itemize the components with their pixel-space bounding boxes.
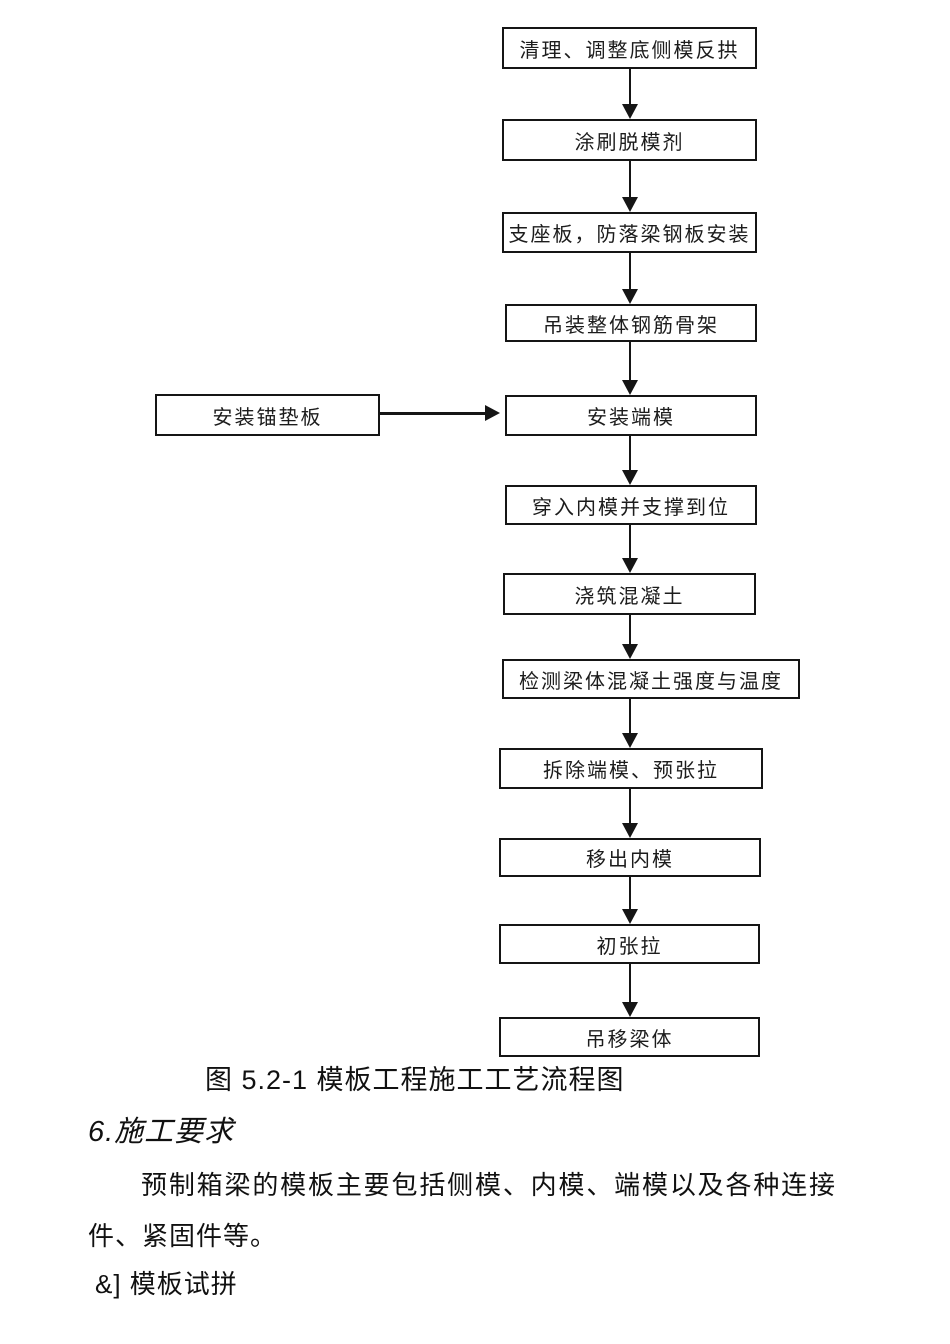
flow-step-9: 拆除端模、预张拉 [499, 748, 763, 789]
arrow-down-icon [622, 615, 638, 659]
arrow-down-icon [622, 436, 638, 485]
sub-heading: &] 模板试拼 [95, 1269, 238, 1299]
arrow-down-icon [622, 789, 638, 838]
flow-step-7: 浇筑混凝土 [503, 573, 756, 615]
flow-step-1: 清理、调整底侧模反拱 [502, 27, 757, 69]
flow-step-4: 吊装整体钢筋骨架 [505, 304, 757, 342]
arrow-down-icon [622, 877, 638, 924]
flow-side-box-anchor-plate: 安装锚垫板 [155, 394, 380, 436]
flow-step-8: 检测梁体混凝土强度与温度 [502, 659, 800, 699]
arrow-down-icon [622, 699, 638, 748]
arrow-right-icon [380, 405, 500, 421]
flow-step-3: 支座板，防落梁钢板安装 [502, 212, 757, 253]
section-heading: 6.施工要求 [88, 1116, 235, 1148]
flow-step-2: 涂刷脱模剂 [502, 119, 757, 161]
flow-step-10: 移出内模 [499, 838, 761, 877]
flow-step-6: 穿入内模并支撑到位 [505, 485, 757, 525]
arrow-down-icon [622, 69, 638, 119]
flow-step-12: 吊移梁体 [499, 1017, 760, 1057]
flow-step-5: 安装端模 [505, 395, 757, 436]
arrow-down-icon [622, 525, 638, 573]
figure-caption: 图 5.2-1 模板工程施工工艺流程图 [205, 1065, 625, 1095]
arrow-down-icon [622, 964, 638, 1017]
arrow-down-icon [622, 161, 638, 212]
flow-step-11: 初张拉 [499, 924, 760, 964]
arrow-down-icon [622, 253, 638, 304]
body-paragraph: 预制箱梁的模板主要包括侧模、内模、端模以及各种连接件、紧固件等。 [88, 1170, 836, 1251]
arrow-down-icon [622, 342, 638, 395]
